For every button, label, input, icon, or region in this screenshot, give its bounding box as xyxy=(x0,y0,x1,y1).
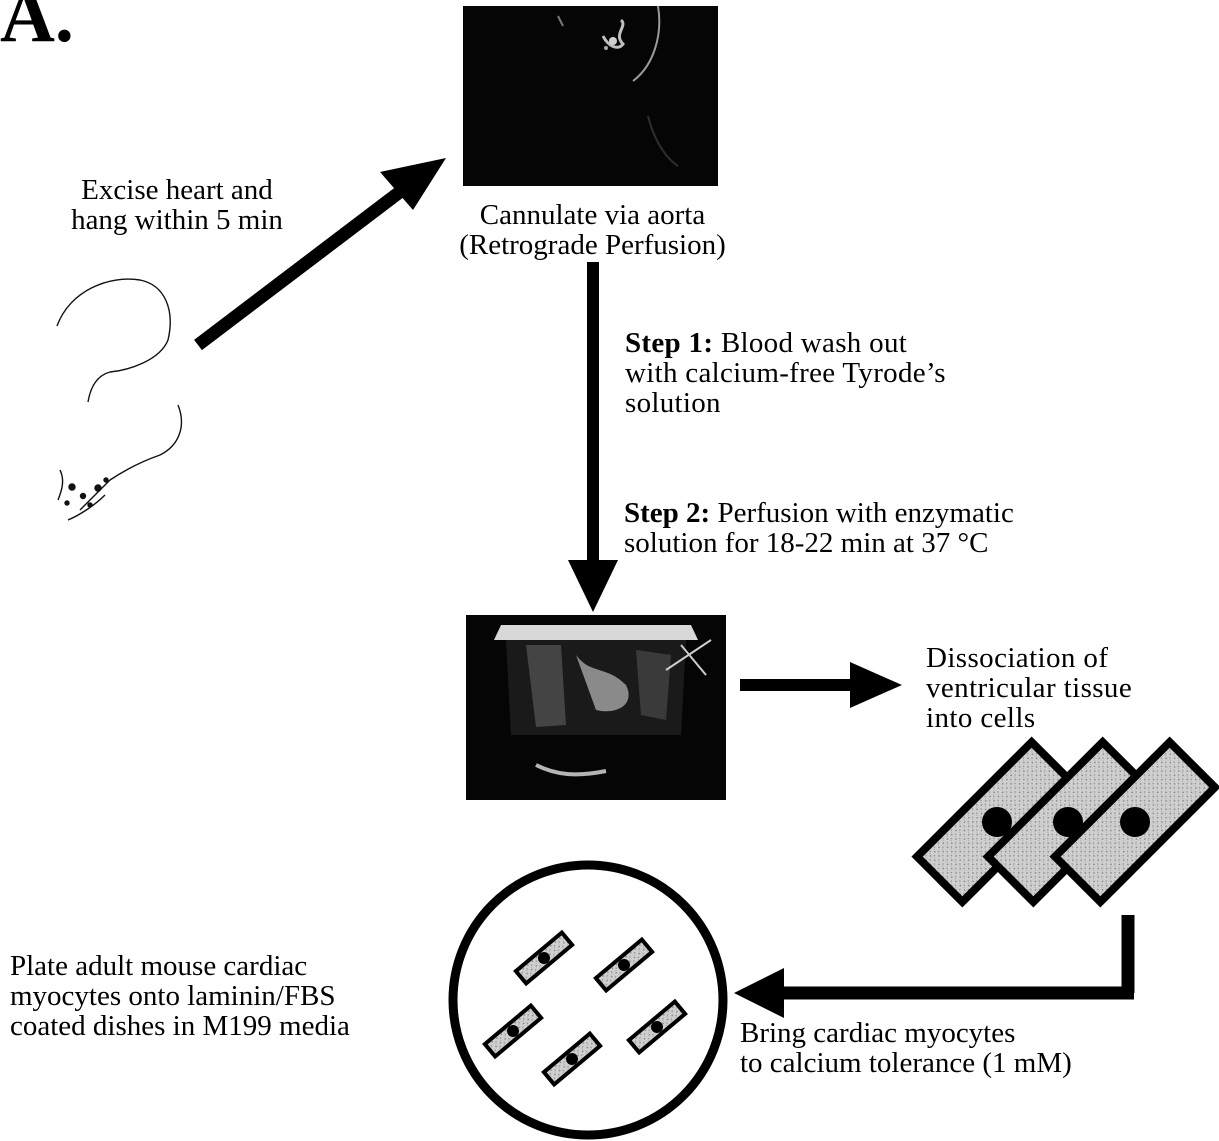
plated-myocyte xyxy=(593,936,655,994)
plated-myocyte xyxy=(482,1002,544,1060)
myocyte-cell xyxy=(1049,736,1219,908)
step2-prefix: Step 2: xyxy=(624,497,711,529)
plated-myocyte xyxy=(626,998,688,1056)
arrow-excise-to-cannulate xyxy=(194,158,446,351)
plated-myocyte xyxy=(513,929,575,987)
arrow-to-dissociation xyxy=(740,662,902,708)
cannulated-heart-photo xyxy=(463,6,718,186)
arrow-calcium-tolerance xyxy=(734,915,1135,1018)
label-dissociation: Dissociation of ventricular tissue into … xyxy=(926,642,1133,734)
step1-prefix: Step 1: xyxy=(625,327,714,359)
plated-myocyte xyxy=(541,1030,603,1088)
myocyte-cell xyxy=(911,736,1083,908)
myocyte-cells xyxy=(911,736,1219,908)
arrow-perfusion-down xyxy=(568,262,618,612)
culture-dish xyxy=(448,860,728,1140)
step1-text: Blood wash out with calcium-free Tyrode’… xyxy=(625,327,946,419)
step2-text: Perfusion with enzymatic solution for 18… xyxy=(624,497,1014,559)
label-cannulate: Cannulate via aorta (Retrograde Perfusio… xyxy=(459,199,726,261)
label-step2: Step 2: Perfusion with enzymatic solutio… xyxy=(624,468,1104,558)
mouse-outline xyxy=(56,278,183,521)
label-excise: Excise heart and hang within 5 min xyxy=(71,174,283,236)
panel-letter: A. xyxy=(0,0,74,58)
label-step1: Step 1: Blood wash out with calcium-free… xyxy=(625,298,1045,418)
label-plate: Plate adult mouse cardiac myocytes onto … xyxy=(10,950,350,1042)
digestion-dish-photo-art xyxy=(466,615,726,800)
digestion-dish-photo xyxy=(466,615,726,800)
cannulated-heart-photo-art xyxy=(463,6,718,186)
myocyte-cell xyxy=(982,736,1154,908)
label-bring: Bring cardiac myocytes to calcium tolera… xyxy=(740,1017,1072,1079)
